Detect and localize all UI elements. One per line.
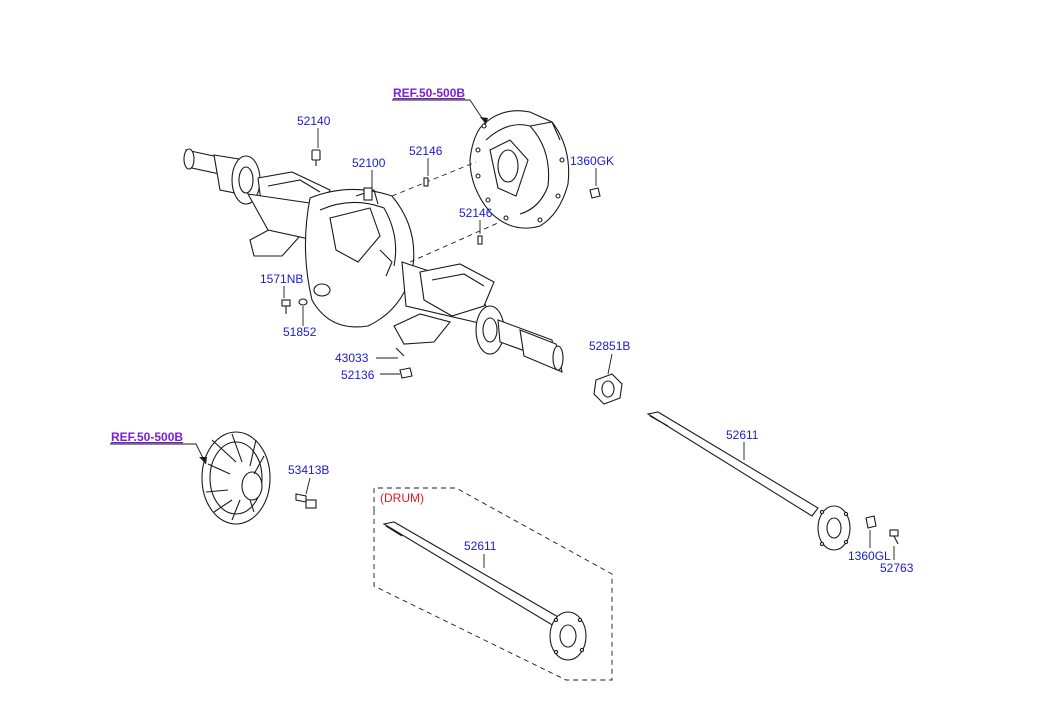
washer-51852 <box>298 298 308 306</box>
ref-link-left[interactable]: REF.50-500B <box>111 430 183 444</box>
part-label-52136[interactable]: 52136 <box>341 368 375 382</box>
part-label-1360GK[interactable]: 1360GK <box>570 154 614 168</box>
bolt-1571NB <box>281 299 291 314</box>
axle-shaft-drum <box>382 521 587 661</box>
locknut-52851B <box>593 373 623 405</box>
bolt-53413B <box>295 493 317 509</box>
drum-group-label: (DRUM) <box>380 491 424 505</box>
plug-52136 <box>399 367 413 379</box>
drum-group-boundary <box>373 487 613 681</box>
axle-housing <box>183 148 564 373</box>
part-label-53413B[interactable]: 53413B <box>288 463 329 477</box>
part-label-52146-top[interactable]: 52146 <box>409 144 443 158</box>
part-label-1571NB[interactable]: 1571NB <box>260 272 303 286</box>
part-label-43033[interactable]: 43033 <box>335 351 369 365</box>
nut-1360GL <box>865 515 877 529</box>
mount-line-upper <box>391 161 477 197</box>
mount-line-lower <box>409 221 501 263</box>
leader-lines <box>283 128 895 568</box>
part-label-52611-right[interactable]: 52611 <box>726 428 759 442</box>
ref-link-top[interactable]: REF.50-500B <box>393 86 465 100</box>
part-label-52763[interactable]: 52763 <box>880 561 914 575</box>
stud-52146-low <box>477 235 483 245</box>
stud-52146-top <box>423 177 429 187</box>
hub-bolt-52763 <box>889 529 899 545</box>
differential-carrier-top <box>469 110 570 229</box>
part-label-1360GL[interactable]: 1360GL <box>848 549 891 563</box>
part-label-51852[interactable]: 51852 <box>283 325 317 339</box>
part-label-52611-drum[interactable]: 52611 <box>464 539 497 553</box>
nut-1360GK <box>589 187 601 199</box>
breather-52140 <box>311 149 321 166</box>
reference-leaders <box>110 99 488 465</box>
part-label-52100[interactable]: 52100 <box>352 156 386 170</box>
part-label-52140[interactable]: 52140 <box>297 114 331 128</box>
part-label-52851B[interactable]: 52851B <box>589 339 630 353</box>
differential-carrier-left <box>201 431 271 525</box>
part-label-52146-low[interactable]: 52146 <box>459 206 493 220</box>
axle-shaft-right <box>646 411 851 551</box>
pin-43033 <box>395 347 405 357</box>
